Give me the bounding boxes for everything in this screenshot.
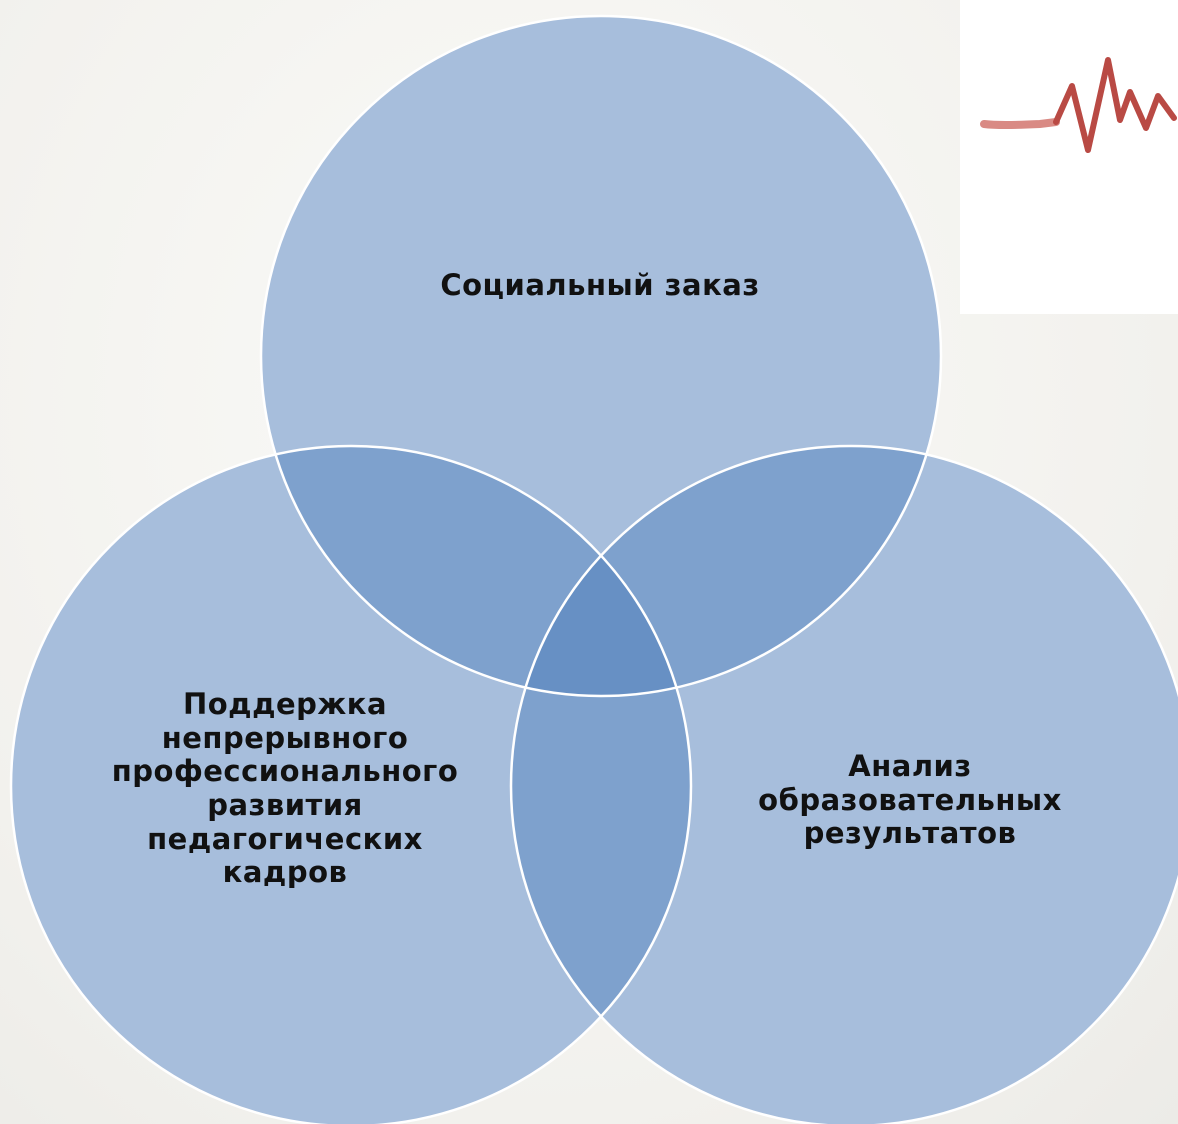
logo-card [960,0,1178,314]
heartbeat-line-icon [980,57,1177,153]
circle-label-social-order: Социальный заказ [440,268,760,302]
circle-label-professional-development: Поддержка непрерывного профессионального… [111,687,459,890]
overlap-top-left [261,446,691,696]
circle-top-outline [259,14,943,698]
overlap-top-right [511,446,941,696]
circle-right-outline [509,444,1178,1124]
circle-left-outline [9,444,693,1124]
circle-label-results-analysis: Анализ образовательных результатов [758,749,1062,851]
